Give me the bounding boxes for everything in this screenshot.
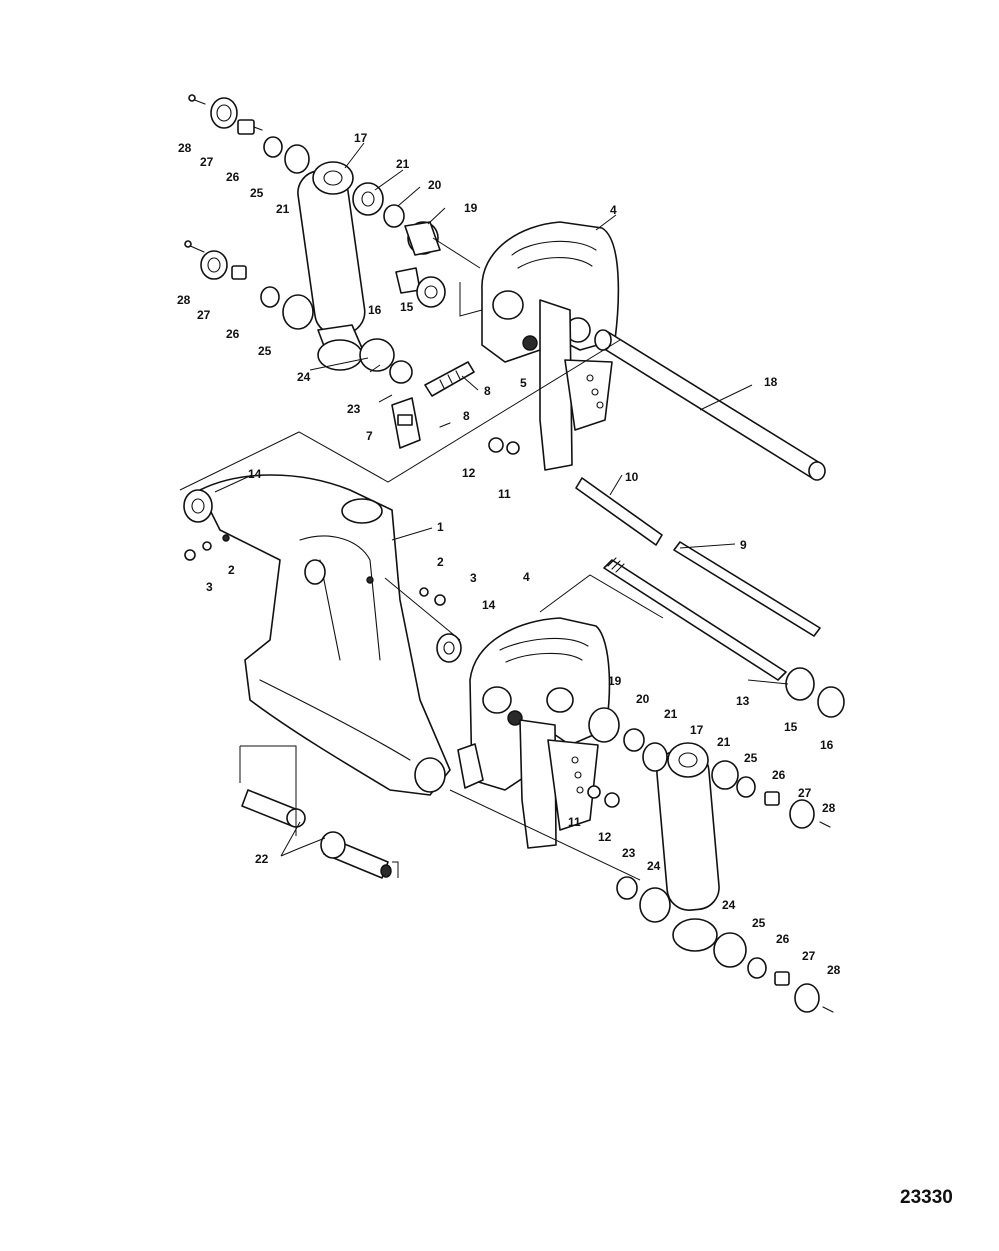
upper-transom-bracket [481,221,620,471]
callout-27-lower-b: 27 [802,949,816,963]
callout-20-lower: 20 [636,692,650,706]
callout-23-lower: 23 [622,846,636,860]
callout-19-upper: 19 [464,201,478,215]
pivot-pins [241,789,392,879]
callout-28-upper-a: 28 [178,141,192,155]
callout-26-lower-b: 26 [776,932,790,946]
callout-25-lower-a: 25 [744,751,758,765]
lower-transom-bracket [457,617,611,849]
callout-27-upper-a: 27 [200,155,214,169]
lower-fastener-chain [587,707,834,1013]
callout-20-upper: 20 [428,178,442,192]
callout-9: 9 [740,538,747,552]
callout-28-upper-b: 28 [177,293,191,307]
callout-26-upper-a: 26 [226,170,240,184]
upper-small-parts [391,361,663,546]
callout-2-right: 2 [437,555,444,569]
callout-5: 5 [520,376,527,390]
callout-19-lower: 19 [608,674,622,688]
callout-25-lower-b: 25 [752,916,766,930]
callout-17-upper: 17 [354,131,368,145]
callout-25-upper-a: 25 [250,186,264,200]
callout-12-upper: 12 [462,466,476,480]
callout-17-lower: 17 [690,723,704,737]
callout-21-upper-a: 21 [276,202,290,216]
callout-13: 13 [736,694,750,708]
upper-top-fastener-chain [188,94,441,256]
callout-24-upper: 24 [297,370,311,384]
callout-18: 18 [764,375,778,389]
callout-8-a: 8 [484,384,491,398]
callout-15-lower: 15 [784,720,798,734]
callout-3-right: 3 [470,571,477,585]
callout-4-upper: 4 [610,203,617,217]
figure-number: 23330 [900,1187,953,1208]
callout-25-upper-b: 25 [258,344,272,358]
callout-leaders [214,142,789,857]
callout-2-left: 2 [228,563,235,577]
callout-14-upper: 14 [248,467,262,481]
callout-8-b: 8 [463,409,470,423]
callout-28-lower-a: 28 [822,801,836,815]
callout-24-lower-b: 24 [722,898,736,912]
callout-23-upper: 23 [347,402,361,416]
callout-21-lower-b: 21 [717,735,731,749]
lower-ram-cylinder [656,742,720,952]
swivel-bracket [199,474,451,796]
callout-3-left: 3 [206,580,213,594]
callout-26-lower-a: 26 [772,768,786,782]
callout-labels: 28 27 26 25 21 17 21 20 19 4 28 27 26 25… [177,131,841,977]
callout-11-lower: 11 [568,815,581,829]
tilt-tube [594,329,826,481]
callout-12-lower: 12 [598,830,612,844]
upper-ram-cylinder [297,161,366,371]
callout-21-lower-a: 21 [664,707,678,721]
callout-28-lower-b: 28 [827,963,841,977]
callout-16-lower: 16 [820,738,834,752]
callout-27-upper-b: 27 [197,308,211,322]
assembly-lines [179,237,664,881]
callout-14-lower: 14 [482,598,496,612]
callout-15-upper: 15 [400,300,414,314]
callout-27-lower-a: 27 [798,786,812,800]
callout-11-upper: 11 [498,487,511,501]
callout-1: 1 [437,520,444,534]
upper-bottom-fastener-chain [184,240,446,384]
callout-7: 7 [366,429,373,443]
callout-24-lower-a: 24 [647,859,661,873]
bracket-washers-screws [183,489,462,663]
callout-10: 10 [625,470,639,484]
callout-22: 22 [255,852,269,866]
callout-4-lower: 4 [523,570,530,584]
callout-16-upper: 16 [368,303,382,317]
through-bolt-tie-rod [603,541,845,718]
callout-26-upper-b: 26 [226,327,240,341]
callout-21-upper-b: 21 [396,157,410,171]
